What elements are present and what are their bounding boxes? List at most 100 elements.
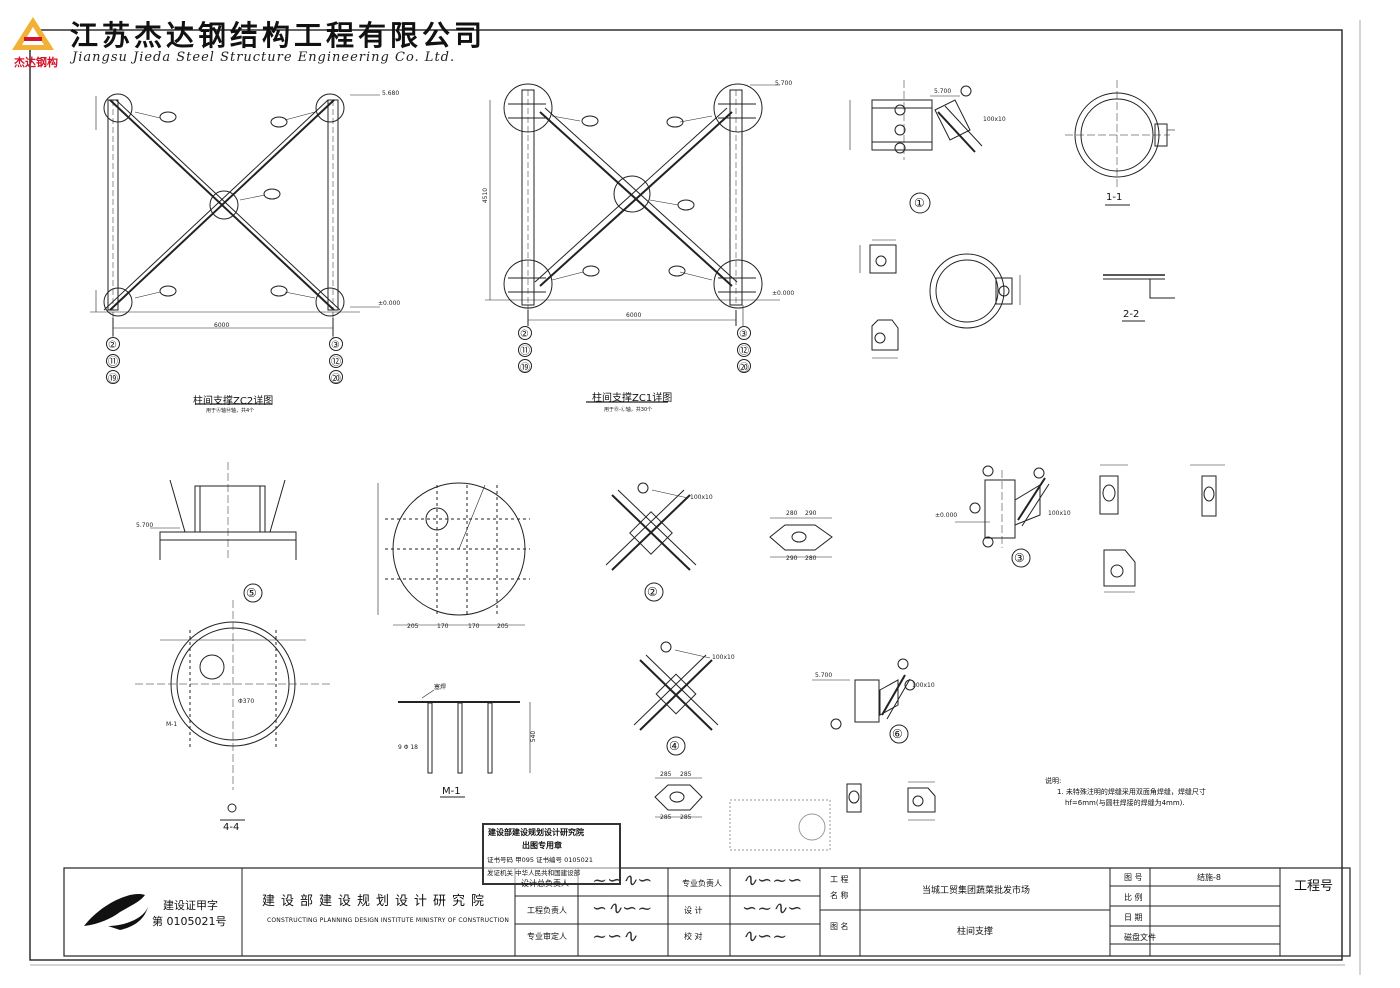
zc1-axis-right-2: ⑳ <box>739 363 749 374</box>
stamp-line-1: 建设部建设规划设计研究院 <box>488 828 584 837</box>
plates-1-2 <box>859 239 899 359</box>
circle-dim-2: 170 <box>468 623 480 630</box>
anchor-plate-plan <box>377 482 530 626</box>
plate4-dim-1: 290 <box>805 510 817 517</box>
faded-seal <box>729 799 831 851</box>
section-1-1-label: 1-1 <box>1106 192 1123 203</box>
plates-7-8-5 <box>1099 464 1225 593</box>
zc2-span: 6000 <box>214 322 230 329</box>
zc1-span: 6000 <box>626 312 642 319</box>
plate4-dim-2: 290 <box>786 555 798 562</box>
circular-section <box>929 253 1021 329</box>
signature-review: ~∽∿ <box>592 926 638 947</box>
zc1-elevation <box>485 83 780 403</box>
title-block-grid <box>63 867 1351 957</box>
zc2-elev-bottom: ±0.000 <box>378 300 401 307</box>
signature-design-lead: ~∽∿∽ <box>592 870 653 891</box>
detail-4-weld: 100x10 <box>712 654 735 661</box>
zc1-elev-top: 5.700 <box>775 80 793 87</box>
company-name-en: Jiangsu Jieda Steel Structure Engineerin… <box>72 50 456 65</box>
section-4-4-plate: M-1 <box>166 721 178 728</box>
zc1-elev-bottom: ±0.000 <box>772 290 795 297</box>
drawing-no-value: 结施-8 <box>1197 873 1221 882</box>
drawing-name: 柱间支撑 <box>957 927 994 937</box>
section-2-2-drawing <box>1103 274 1175 322</box>
detail-1-label: ① <box>914 196 925 210</box>
zc2-elevation <box>90 93 380 405</box>
circle-dim-1: 170 <box>437 623 449 630</box>
role-design-lead: 设计总负责人 <box>521 879 569 888</box>
detail-4-drawing <box>633 641 719 756</box>
sheet-border <box>29 29 1343 961</box>
m1-note: 塞焊 <box>434 684 447 691</box>
signature-check: ∿∽~ <box>742 926 788 947</box>
zc2-axis-right-2: ⑳ <box>331 374 341 385</box>
zc2-axis-left-0: ② <box>108 340 117 351</box>
detail-3-drawing <box>955 465 1050 568</box>
drawing-no-label: 图 号 <box>1124 873 1143 882</box>
m1-rebar: 9 Φ 18 <box>398 744 418 751</box>
zc2-axis-left-1: ⑪ <box>108 357 118 368</box>
m1-drawing <box>398 689 531 798</box>
detail-1-weld: 100x10 <box>983 116 1006 123</box>
institute-name-en: CONSTRUCTING PLANNING DESIGN INSTITUTE M… <box>267 917 510 924</box>
plate6-dim-0: 285 <box>660 771 672 778</box>
m1-label: M-1 <box>442 786 461 797</box>
stamp-line-2: 出图专用章 <box>522 841 562 850</box>
detail-4-label: ④ <box>669 739 680 753</box>
certificate-line-1: 建设证甲字 <box>163 899 218 912</box>
zc1-axis-left-0: ② <box>520 329 529 340</box>
institute-name-cn: 建设部建设规划设计研究院 <box>262 894 491 909</box>
project-name: 当城工贸集团蔬菜批发市场 <box>922 886 1031 896</box>
company-logo-text: 杰达钢构 <box>14 56 58 69</box>
detail-5-drawing <box>150 462 297 603</box>
zc2-elev-top: 5.680 <box>382 90 400 97</box>
detail-6-label: ⑥ <box>892 727 903 741</box>
role-review: 专业审定人 <box>527 932 567 941</box>
section-4-4-drawing <box>135 600 330 821</box>
role-project-lead: 工程负责人 <box>527 906 567 915</box>
role-check: 校 对 <box>684 932 703 941</box>
zc1-subtitle: 用于Ⓑ-Ⓛ轴，共30个 <box>604 407 653 413</box>
notes-line-2: hf=6mm(与圆柱焊接的焊缝为4mm). <box>1065 799 1185 807</box>
scale-label: 比 例 <box>1124 893 1143 902</box>
detail-5-elev: 5.700 <box>136 522 154 529</box>
zc2-axis-right-1: ⑫ <box>331 357 341 368</box>
zc2-left-axes: ② ⑪ ⑲ <box>108 337 118 388</box>
certificate-line-2: 第 0105021号 <box>152 915 227 928</box>
detail-6-weld: 100x10 <box>912 682 935 689</box>
signature-project-lead: ∽∿∽~ <box>592 898 653 919</box>
detail-3-weld: 100x10 <box>1048 510 1071 517</box>
detail-1-elev: 5.700 <box>934 88 952 95</box>
notes-title: 说明: <box>1045 777 1062 785</box>
detail-3-elev: ±0.000 <box>935 512 958 519</box>
notes-line-1: 1. 未特殊注明的焊缝采用双面角焊缝，焊缝尺寸 <box>1057 788 1206 796</box>
circle-dim-3: 205 <box>497 623 509 630</box>
zc2-title: 柱间支撑ZC2详图 <box>193 396 274 407</box>
title-block-logo <box>84 894 148 930</box>
stamp-line-3: 证书号码 甲095 证书编号 0105021 <box>487 856 594 864</box>
zc1-title: 柱间支撑ZC1详图 <box>592 393 673 404</box>
zc2-subtitle: 用于Ⓐ轴Ⓜ轴，共4个 <box>206 408 255 414</box>
zc1-height: 4510 <box>482 187 490 204</box>
company-name-cn: 江苏杰达钢结构工程有限公司 <box>70 19 487 52</box>
plate6-dim-3: 285 <box>680 814 692 821</box>
detail-6-elev: 5.700 <box>815 672 833 679</box>
zc1-axis-right-0: ③ <box>739 329 748 340</box>
zc2-axis-right-0: ③ <box>331 340 340 351</box>
project-number-label: 工程号 <box>1294 879 1334 894</box>
m1-height: 540 <box>530 730 538 743</box>
zc1-axis-left-1: ⑪ <box>520 346 530 357</box>
detail-1-drawing <box>849 80 983 214</box>
detail-5-label: ⑤ <box>246 586 257 600</box>
date-label: 日 期 <box>1124 913 1143 922</box>
section-4-4-label: 4-4 <box>223 822 240 833</box>
plates-6-9-10 <box>654 777 936 821</box>
general-notes: 说明: 1. 未特殊注明的焊缝采用双面角焊缝，焊缝尺寸 hf=6mm(与圆柱焊接… <box>1045 776 1206 809</box>
signature-design: ∽~∿∽ <box>742 898 803 919</box>
plate6-dim-2: 285 <box>660 814 672 821</box>
zc2-right-axes: ③ ⑫ ⑳ <box>331 337 341 388</box>
zc1-axis-left-2: ⑲ <box>520 363 530 374</box>
